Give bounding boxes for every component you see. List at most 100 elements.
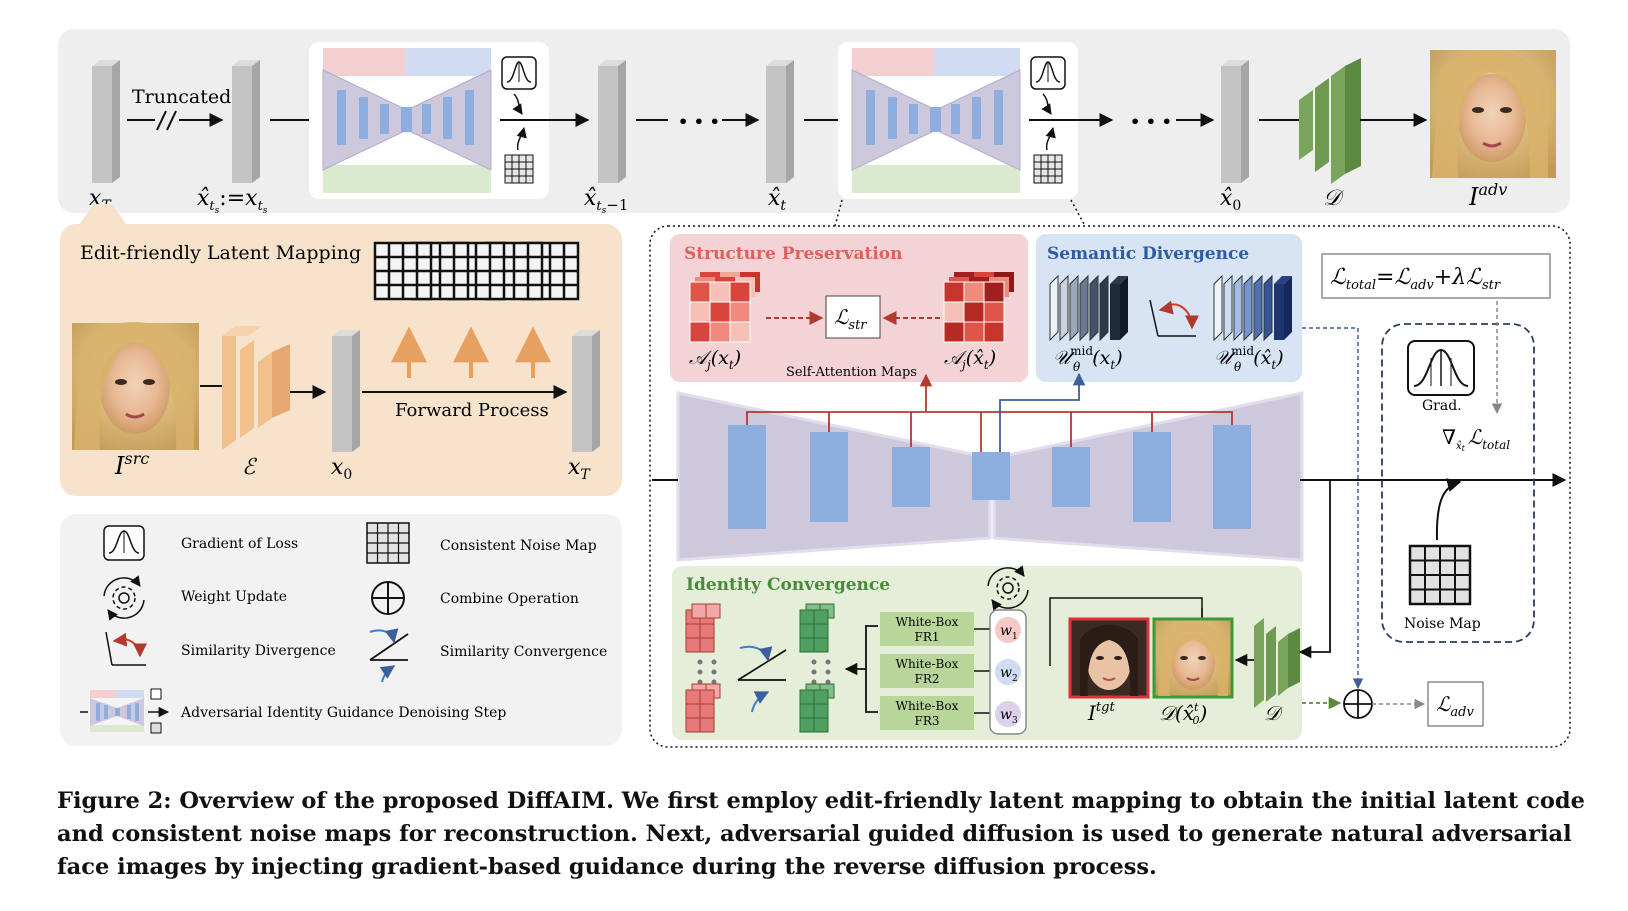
legend-noise: Consistent Noise Map (440, 538, 597, 554)
noise-map-icon-right (1408, 544, 1472, 606)
green-cube-stack (799, 603, 835, 733)
label-x0-edit: x0 (331, 455, 352, 483)
weight-w3-circle (995, 701, 1021, 727)
label-truncated: Truncated (132, 86, 231, 108)
l-total-box (1321, 253, 1551, 299)
white-box-fr1 (880, 612, 974, 646)
target-face-image (1068, 617, 1150, 699)
source-face-image (72, 321, 199, 450)
figure-caption: Figure 2: Overview of the proposed DiffA… (57, 788, 1585, 880)
label-encoder: ℰ (242, 455, 258, 480)
latent-slab-xt (766, 60, 794, 183)
combine-operation-node (1343, 689, 1373, 719)
semantic-title: Semantic Divergence (1047, 244, 1249, 264)
identity-title: Identity Convergence (686, 575, 890, 595)
label-l-adv: ℒadv (1436, 692, 1474, 720)
similarity-divergence-icon (105, 631, 147, 666)
fr1-line2: FR1 (915, 630, 940, 644)
l-adv-box (1427, 681, 1484, 727)
fr3-line1: White-Box (896, 699, 959, 713)
noise-map-stack (373, 241, 580, 301)
gradient-icon (103, 525, 145, 561)
label-i-src: Isrc (114, 449, 149, 480)
noise-map-legend-icon (366, 522, 410, 564)
label-grad: Grad. (1422, 398, 1462, 414)
similarity-convergence-icon (369, 628, 409, 683)
weight-w2-circle (995, 659, 1021, 685)
label-xhat-ts-assign: x̂ts:=xts (197, 186, 268, 216)
label-decoder-top: 𝒟 (1323, 186, 1345, 211)
semantic-loss-dashed (1302, 327, 1364, 690)
feature-stack-left (1049, 274, 1128, 342)
figure: xT Truncated x̂ts:=xts (58, 29, 1571, 748)
legend-sim-conv: Similarity Convergence (440, 644, 607, 660)
attention-connectors (746, 373, 1233, 452)
label-l-str: ℒstr (834, 305, 867, 333)
white-box-fr3 (880, 696, 974, 730)
label-i-tgt: Itgt (1087, 700, 1115, 725)
latent-slab-x0 (1221, 60, 1249, 183)
legend-combine: Combine Operation (440, 591, 579, 607)
aig-step-box-1 (309, 42, 549, 199)
dots-2: • • • (1130, 112, 1172, 131)
legend-panel (60, 514, 622, 746)
dots-1: • • • (678, 112, 720, 131)
structure-title: Structure Preservation (684, 244, 903, 264)
white-box-fr2 (880, 654, 974, 688)
label-forward-process: Forward Process (395, 400, 549, 421)
divergence-icon-semantic (1149, 299, 1199, 337)
label-i-adv: Iadv (1468, 180, 1507, 211)
label-attn-right: 𝒜j(x̂t) (944, 347, 996, 372)
decoded-face-image (1152, 617, 1234, 699)
l-str-box (825, 295, 881, 339)
encoder (222, 326, 290, 450)
label-xhat-0: x̂0 (1220, 186, 1241, 214)
latent-slab-xts (232, 60, 260, 183)
label-xhat-t: x̂t (768, 186, 786, 214)
attention-map-right (943, 272, 1014, 343)
decoder-top (1299, 58, 1361, 184)
adversarial-face-image (1430, 50, 1556, 178)
unet-main (676, 391, 1304, 562)
aig-detail-region (649, 225, 1571, 748)
weight-update-icon-identity (987, 565, 1029, 611)
diagram-svg: xT Truncated x̂ts:=xts (58, 29, 1571, 748)
latent-slab-xT (92, 60, 120, 183)
feature-stack-right (1213, 274, 1292, 342)
latent-slab-x0-edit (332, 330, 360, 452)
label-w2: w2 (1000, 665, 1018, 684)
edit-panel-title: Edit-friendly Latent Mapping (80, 242, 361, 264)
grad-icon (1407, 340, 1475, 396)
weight-w1-circle (995, 617, 1021, 643)
weight-update-icon (103, 575, 145, 621)
convergence-icon-identity (737, 645, 787, 713)
label-l-total-equation: ℒtotal=ℒadv+λℒstr (1330, 265, 1501, 293)
semantic-connector (999, 372, 1086, 452)
legend-sim-div: Similarity Divergence (181, 643, 336, 659)
fr3-line2: FR3 (915, 714, 940, 728)
red-cube-stack (685, 603, 721, 733)
label-decoder-identity: 𝒟 (1264, 701, 1284, 725)
fr1-line1: White-Box (896, 615, 959, 629)
aig-step-legend-icon (80, 688, 170, 734)
legend-gradient: Gradient of Loss (181, 536, 298, 552)
decoder-feedback-line (1300, 479, 1331, 653)
fr2-line2: FR2 (915, 672, 940, 686)
label-attn-left: 𝒜j(xt) (689, 347, 741, 372)
fr2-line1: White-Box (896, 657, 959, 671)
attention-map-left (689, 272, 760, 343)
noise-to-output-arrow (1435, 478, 1462, 541)
latent-slab-xT-edit (572, 330, 600, 452)
gradient-guidance-box (1381, 323, 1535, 643)
label-noise-map: Noise Map (1404, 616, 1481, 632)
label-w1: w1 (1000, 623, 1018, 642)
legend-weight: Weight Update (181, 589, 287, 605)
label-xhat-ts-1: x̂ts−1 (584, 186, 628, 216)
legend-aig-step: Adversarial Identity Guidance Denoising … (180, 705, 506, 721)
label-w3: w3 (1000, 707, 1018, 726)
aig-step-box-2 (838, 42, 1078, 199)
